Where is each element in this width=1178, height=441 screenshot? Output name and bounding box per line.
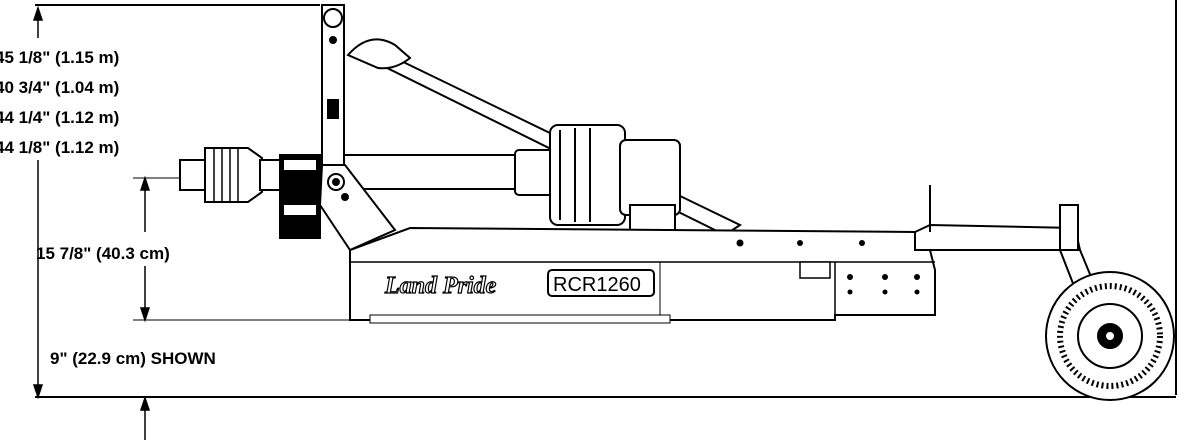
tail-spindle (1059, 204, 1079, 251)
brand-logo: Land Pride (384, 273, 497, 299)
tail-wheel-arm (914, 223, 1082, 251)
height-label-4: 44 1/8" (1.12 m) (0, 138, 119, 157)
deck-skid (369, 314, 671, 324)
pto-yoke (179, 147, 281, 203)
arrow-up-icon (139, 395, 151, 411)
arrow-down-icon (139, 307, 151, 323)
height-label-1: 45 1/8" (1.15 m) (0, 48, 119, 67)
arrow-down-icon (32, 384, 44, 400)
tail-wheel (1045, 271, 1175, 401)
dimension-lines (32, 5, 375, 440)
driveline-tube (329, 154, 546, 190)
height-label-3: 44 1/4" (1.12 m) (0, 108, 119, 127)
hitch-decals (279, 154, 321, 239)
upper-link-bracket (346, 38, 412, 70)
dimension-labels: 45 1/8" (1.15 m) 40 3/4" (1.04 m) 44 1/4… (0, 48, 216, 368)
cut-height-label: 9" (22.9 cm) SHOWN (50, 349, 216, 368)
arrow-up-icon (139, 175, 151, 191)
model-label: RCR1260 (553, 274, 641, 296)
model-plate (547, 269, 655, 297)
height-label-2: 40 3/4" (1.04 m) (0, 78, 119, 97)
deck-decal-panel (799, 261, 831, 279)
deck-holes (736, 239, 920, 295)
hitch-height-label: 15 7/8" (40.3 cm) (36, 244, 170, 263)
drawing-frame (35, 0, 1177, 398)
rotary-cutter: RCR1260 Land Pride (179, 4, 1175, 401)
arrow-up-icon (32, 5, 44, 21)
hitch-tower (318, 4, 397, 252)
gearbox (549, 124, 681, 234)
